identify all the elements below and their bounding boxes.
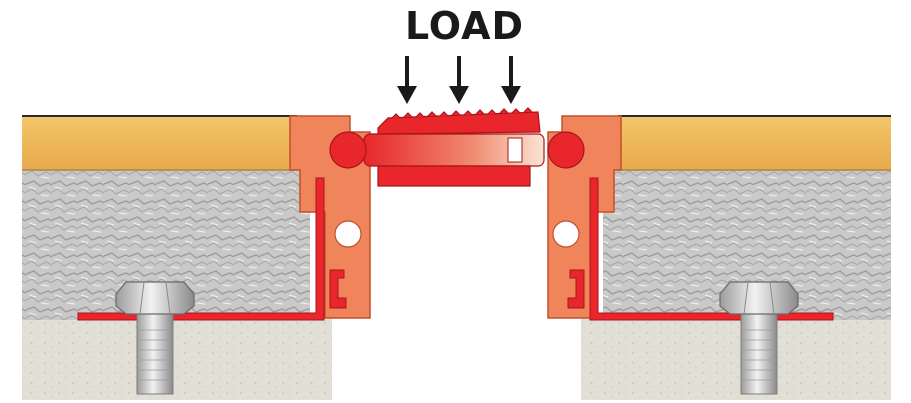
left-frame-hole xyxy=(334,220,362,248)
right-anchor-plate xyxy=(567,177,834,321)
right-substrate xyxy=(581,115,891,400)
down-arrow-icon xyxy=(397,56,417,104)
right-bolt-shank xyxy=(740,311,778,395)
load-arrows xyxy=(397,56,521,104)
down-arrow-icon xyxy=(501,56,521,104)
right-seal-bulb xyxy=(547,131,585,169)
left-base-slab xyxy=(22,318,332,400)
right-finish-layer xyxy=(618,116,891,171)
left-bolt xyxy=(115,281,195,395)
left-bolt-head xyxy=(115,281,195,315)
left-anchor-plate xyxy=(77,177,347,321)
left-finish-layer xyxy=(22,116,297,171)
right-base-slab xyxy=(581,318,891,400)
right-bolt xyxy=(719,281,799,395)
down-arrow-icon xyxy=(449,56,469,104)
left-seal-bulb xyxy=(329,131,367,169)
left-bolt-shank xyxy=(136,311,174,395)
load-label: LOAD xyxy=(404,4,525,48)
left-substrate xyxy=(22,115,332,400)
right-frame-hole xyxy=(552,220,580,248)
center-cover-plate xyxy=(329,107,585,187)
right-bolt-head xyxy=(719,281,799,315)
